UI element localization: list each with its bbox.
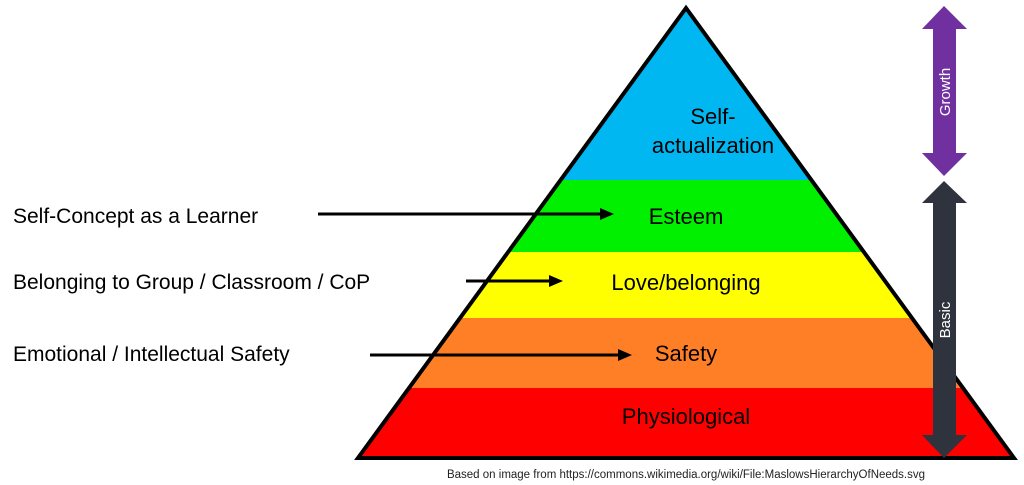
annotation-self-concept: Self-Concept as a Learner xyxy=(13,205,258,228)
growth-label: Growth xyxy=(937,68,954,116)
label-self: Self- xyxy=(690,104,735,129)
arrow-right-icon xyxy=(466,275,563,287)
label-love-belonging: Love/belonging xyxy=(611,270,760,295)
source-caption: Based on image from https://commons.wiki… xyxy=(447,469,925,481)
label-actualization: actualization xyxy=(652,133,774,158)
arrow-right-icon xyxy=(370,349,632,361)
pyramid-outline xyxy=(354,4,1018,460)
level-physiological xyxy=(358,388,1014,458)
basic-label: Basic xyxy=(937,301,954,338)
arrow-right-icon xyxy=(318,208,614,220)
label-safety: Safety xyxy=(655,341,717,366)
growth-double-arrow-icon: Growth xyxy=(922,6,967,176)
label-physiological: Physiological xyxy=(622,404,750,429)
label-esteem: Esteem xyxy=(649,204,724,229)
pyramid xyxy=(358,8,1014,458)
annotation-safety: Emotional / Intellectual Safety xyxy=(13,343,290,366)
level-safety xyxy=(358,318,1014,388)
annotation-belonging: Belonging to Group / Classroom / CoP xyxy=(13,271,370,294)
basic-double-arrow-icon: Basic xyxy=(922,181,967,458)
